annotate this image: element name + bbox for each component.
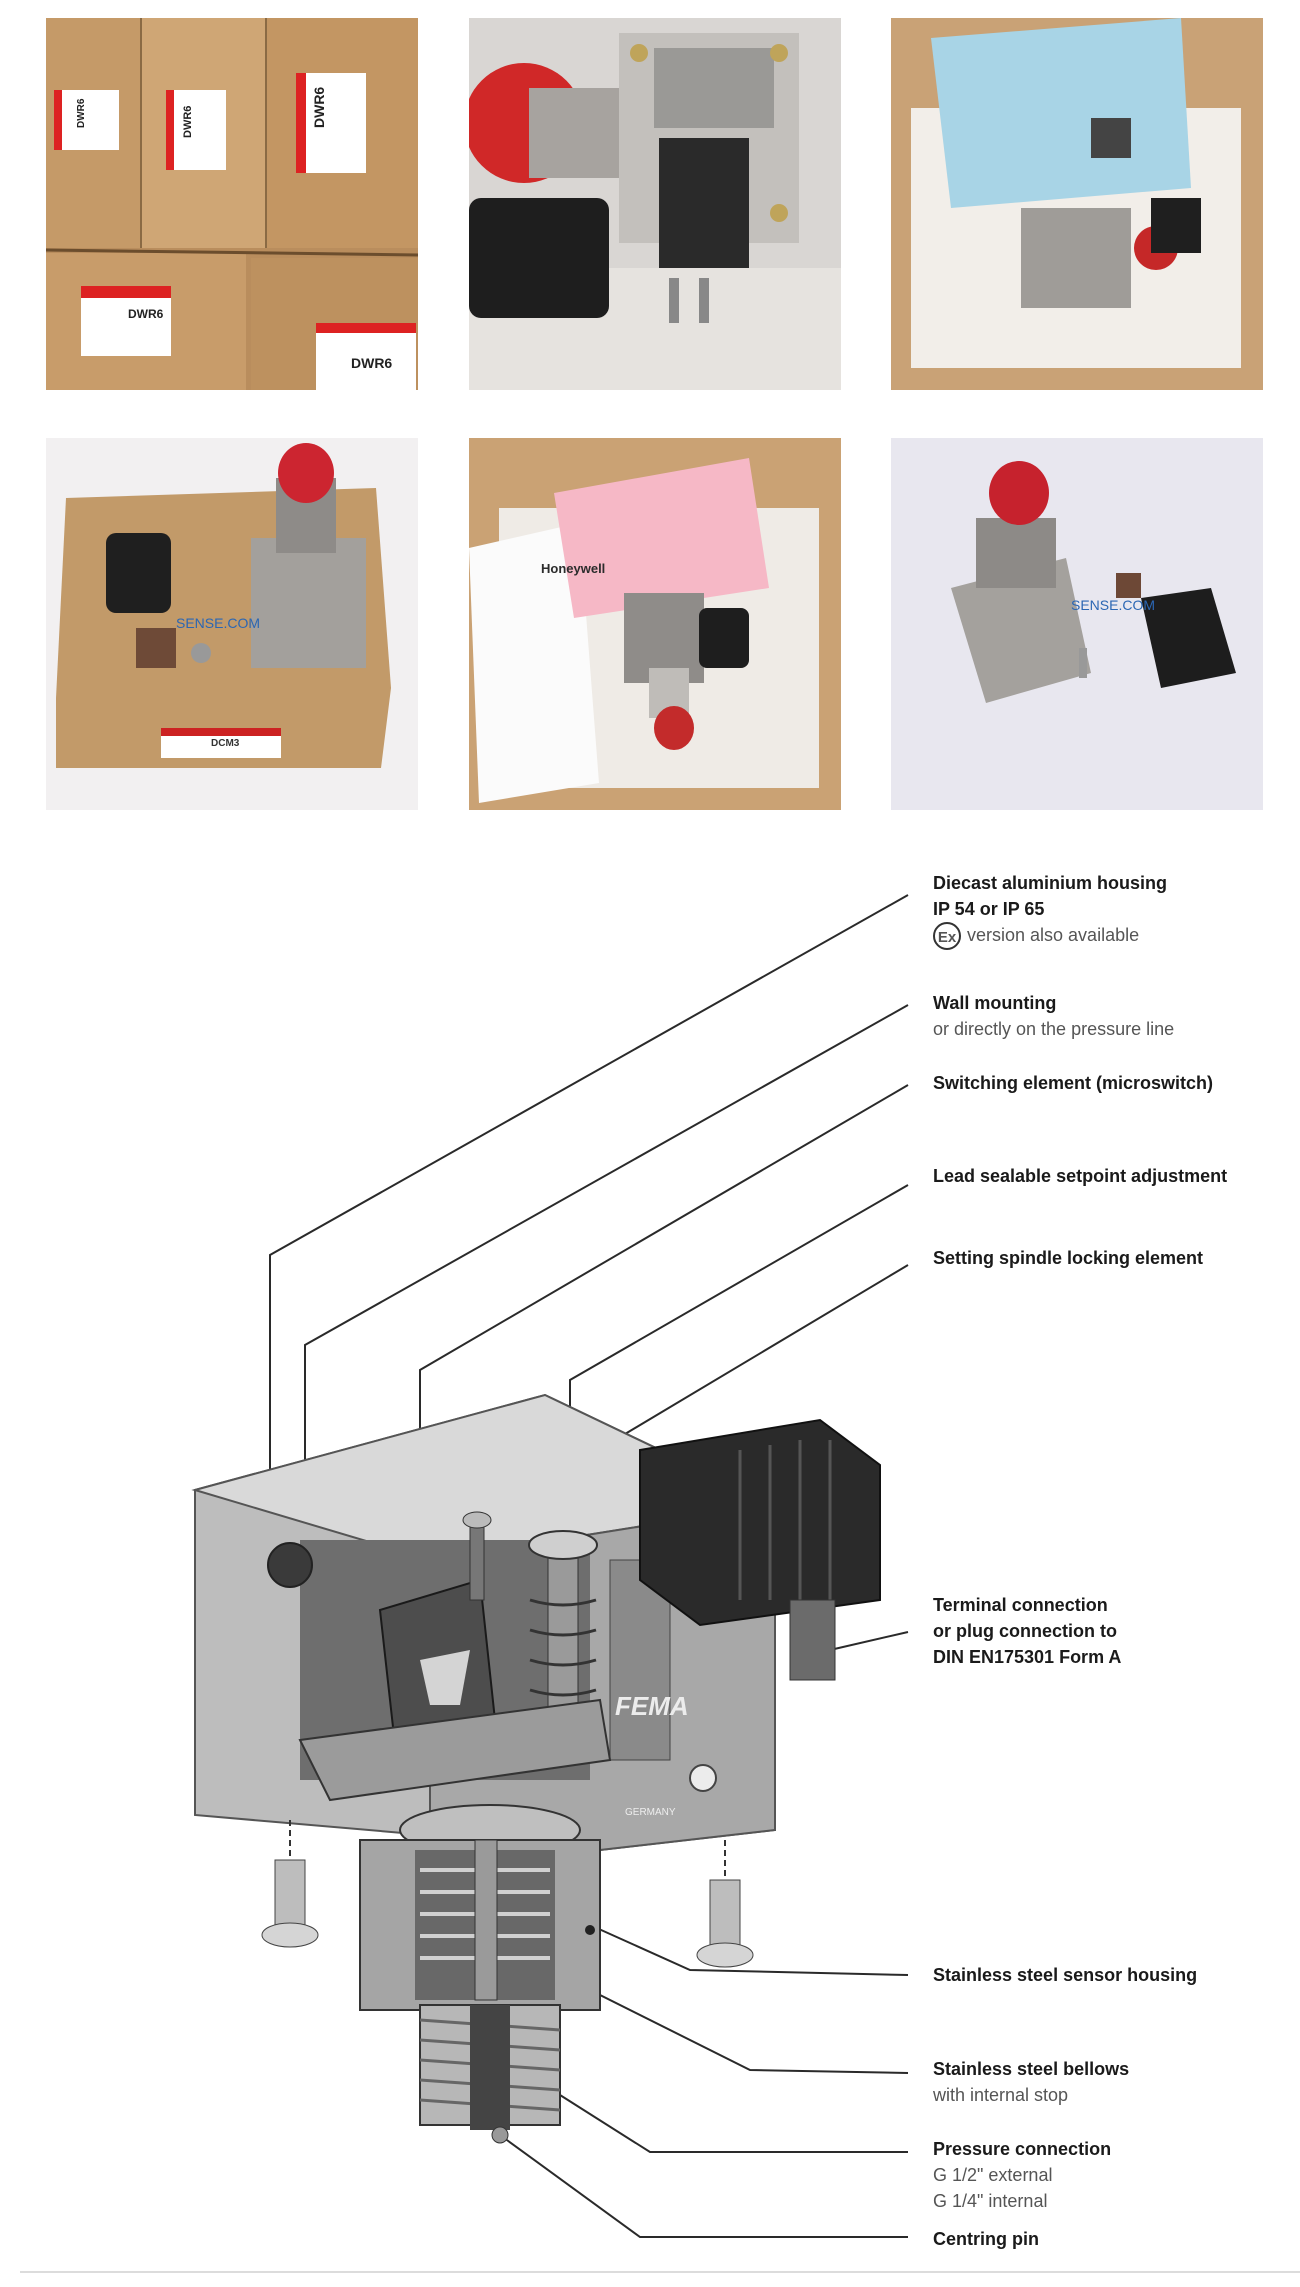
callout-pressure-title: Pressure connection xyxy=(933,2139,1112,2159)
photo-open-box-blue-leaflet xyxy=(891,18,1263,390)
leader-pressure xyxy=(559,2094,908,2153)
callout-wall-sub: or directly on the pressure line xyxy=(933,1019,1175,1039)
callout-terminal-3: DIN EN175301 Form A xyxy=(933,1647,1122,1667)
plate-logo: FEMA xyxy=(615,1691,689,1721)
pressure-switch-cutaway-diagram: GERMANY FEMA xyxy=(191,894,909,2238)
callout-bellows-title: Stainless steel bellows xyxy=(933,2059,1130,2079)
callout-pressure-int: G 1/4" internal xyxy=(933,2191,1048,2211)
photo-boxes-stacked: DWR6 DWR6 DWR6 DWR6 DWR6 Honeywell xyxy=(46,18,418,390)
setpoint-spring xyxy=(298,1530,612,1802)
callout-setpoint-title: Lead sealable setpoint adjustment xyxy=(933,1166,1228,1186)
leader-centring xyxy=(499,2134,908,2238)
watermark-2: SENSE.COM xyxy=(1071,597,1155,613)
microswitch xyxy=(378,1511,497,1747)
photo-switch-with-plug: SENSE.COM xyxy=(891,438,1263,810)
callout-bellows-sub: with internal stop xyxy=(933,2085,1069,2105)
bottom-divider xyxy=(20,2271,1300,2273)
callout-terminal-1: Terminal connection xyxy=(933,1595,1108,1615)
callout-microswitch-title: Switching element (microswitch) xyxy=(933,1073,1214,1093)
callout-terminal: Terminal connection or plug connection t… xyxy=(933,1592,1293,1670)
pressure-connection xyxy=(419,2004,561,2144)
box-label-1: DWR6 xyxy=(128,307,164,321)
callout-bellows: Stainless steel bellows with internal st… xyxy=(933,2056,1293,2108)
open-box-pink-image: Honeywell xyxy=(469,438,841,810)
photo-switch-closeup xyxy=(469,18,841,390)
watermark-1: SENSE.COM xyxy=(176,615,260,631)
callout-housing-ex: Ex version also available xyxy=(933,922,1293,951)
callout-sensor-housing: Stainless steel sensor housing xyxy=(933,1962,1293,1988)
box-brand: Honeywell xyxy=(306,93,316,138)
box-label-4: DWR6 xyxy=(76,98,87,128)
switch-closeup-image xyxy=(469,18,841,390)
callout-spindle-title: Setting spindle locking element xyxy=(933,1248,1204,1268)
sensor-housing xyxy=(359,1804,601,2011)
callout-wall-mounting: Wall mounting or directly on the pressur… xyxy=(933,990,1293,1042)
callout-housing-ip: IP 54 or IP 65 xyxy=(933,899,1045,919)
boxes-stacked-image: DWR6 DWR6 DWR6 DWR6 DWR6 Honeywell xyxy=(46,18,418,390)
box-label-2: DWR6 xyxy=(182,106,194,138)
callout-housing-title: Diecast aluminium housing xyxy=(933,873,1168,893)
plug-connector xyxy=(639,1418,881,1681)
callout-wall-title: Wall mounting xyxy=(933,993,1057,1013)
leaflet-brand: Honeywell xyxy=(541,561,605,576)
leader-terminal xyxy=(829,1631,909,1651)
callout-pressure: Pressure connection G 1/2" external G 1/… xyxy=(933,2136,1293,2214)
callout-spindle: Setting spindle locking element xyxy=(933,1245,1293,1271)
box-label-3: DWR6 xyxy=(311,87,327,128)
box-label-dcm3: DCM3 xyxy=(211,738,240,749)
box-label-5: DWR6 xyxy=(351,355,392,371)
callout-centring: Centring pin xyxy=(933,2226,1293,2252)
photo-open-box-pink-leaflet: Honeywell xyxy=(469,438,841,810)
callout-sensor-title: Stainless steel sensor housing xyxy=(933,1965,1198,1985)
callout-microswitch: Switching element (microswitch) xyxy=(933,1070,1293,1096)
callout-setpoint: Lead sealable setpoint adjustment xyxy=(933,1163,1293,1189)
leader-sensor-housing xyxy=(589,1924,909,1976)
switch-with-plug-image: SENSE.COM xyxy=(891,438,1263,810)
open-box-blue-image xyxy=(891,18,1263,390)
leader-housing xyxy=(269,894,909,1490)
callout-housing: Diecast aluminium housing IP 54 or IP 65… xyxy=(933,870,1293,951)
switch-on-box-image: DCM3 SENSE.COM xyxy=(46,438,418,810)
callout-terminal-2: or plug connection to xyxy=(933,1621,1117,1641)
mounting-screws xyxy=(261,1820,754,1968)
callout-housing-sub: version also available xyxy=(967,925,1140,945)
callout-centring-title: Centring pin xyxy=(933,2229,1039,2249)
callout-pressure-ext: G 1/2" external xyxy=(933,2165,1053,2185)
ex-icon: Ex xyxy=(933,922,961,951)
plate-text: GERMANY xyxy=(625,1807,676,1818)
photo-switch-on-box: DCM3 SENSE.COM xyxy=(46,438,418,810)
